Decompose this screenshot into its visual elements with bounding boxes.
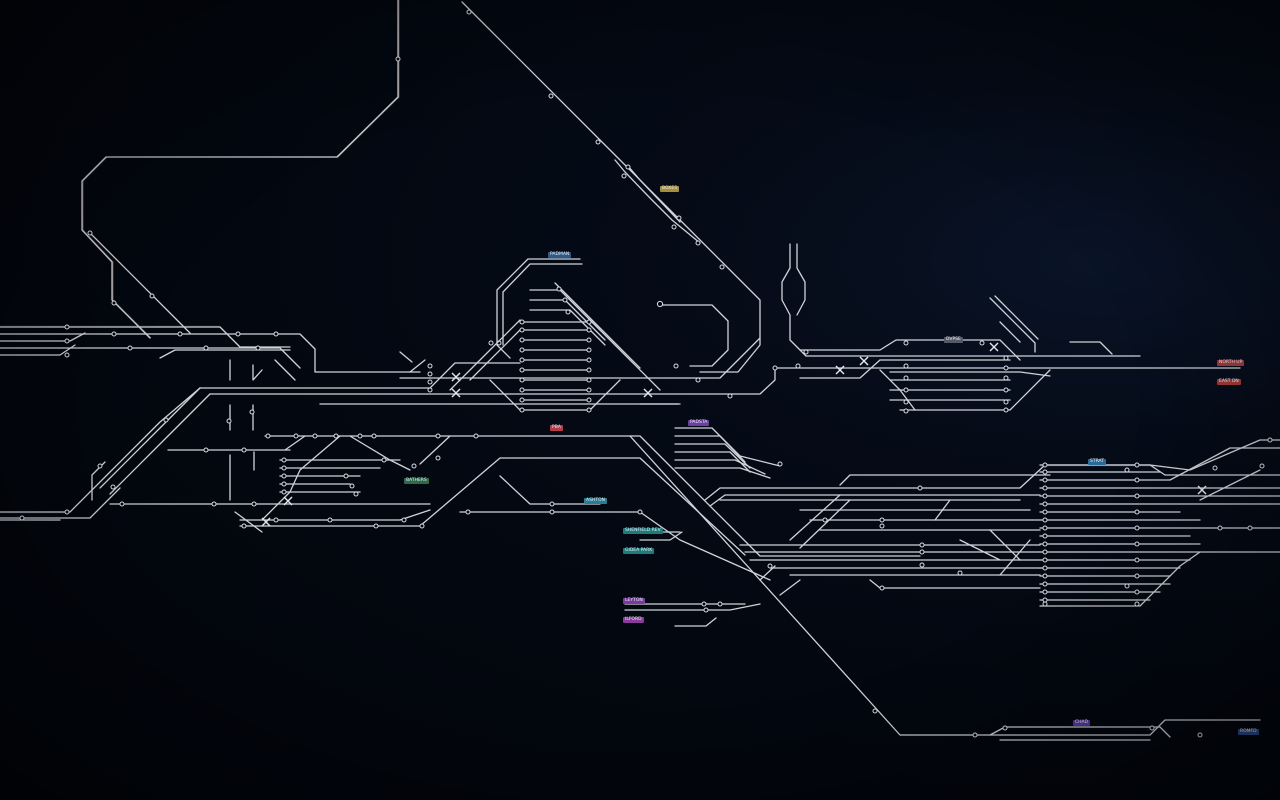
- label-gidea-park[interactable]: GIDEA PARK: [623, 548, 655, 554]
- label-bathers[interactable]: BATHERS: [404, 478, 429, 484]
- label-chad[interactable]: CHAD: [1073, 720, 1091, 726]
- label-strat[interactable]: STRAT: [1088, 459, 1107, 465]
- label-ashton[interactable]: ASHTON: [584, 498, 607, 504]
- east-station-complex: [704, 437, 1280, 607]
- central-through-lines: [99, 337, 1241, 495]
- west-lower-fan: [0, 387, 921, 557]
- label-padsta[interactable]: PADSTA: [688, 420, 710, 426]
- southeast-diagonal: [629, 435, 1261, 741]
- label-shenfield[interactable]: SHENFIELD REV: [623, 528, 663, 534]
- label-east-dn[interactable]: EAST DN: [1217, 379, 1241, 385]
- label-boxes[interactable]: BOXES: [660, 186, 680, 192]
- label-dvpse[interactable]: DVPSE: [944, 337, 963, 343]
- centre-sidings: [459, 403, 783, 627]
- label-padman[interactable]: PADMAN: [548, 252, 572, 258]
- label-leyton[interactable]: LEYTON: [623, 598, 645, 604]
- northwest-loop-line: [81, 0, 401, 339]
- track-glow-echo: [0, 325, 1152, 607]
- label-romfd[interactable]: ROMFD: [1238, 729, 1259, 735]
- north-diagonal-line: [461, 1, 761, 373]
- terminus-loop: [488, 258, 729, 369]
- central-platforms: [449, 319, 661, 413]
- label-ilford[interactable]: ILFORD: [623, 617, 644, 623]
- west-main-upper: [0, 324, 421, 381]
- label-north-up[interactable]: NORTH UP: [1217, 360, 1245, 366]
- east-upper-junction: [772, 243, 1141, 414]
- label-pba[interactable]: PBA: [550, 425, 563, 431]
